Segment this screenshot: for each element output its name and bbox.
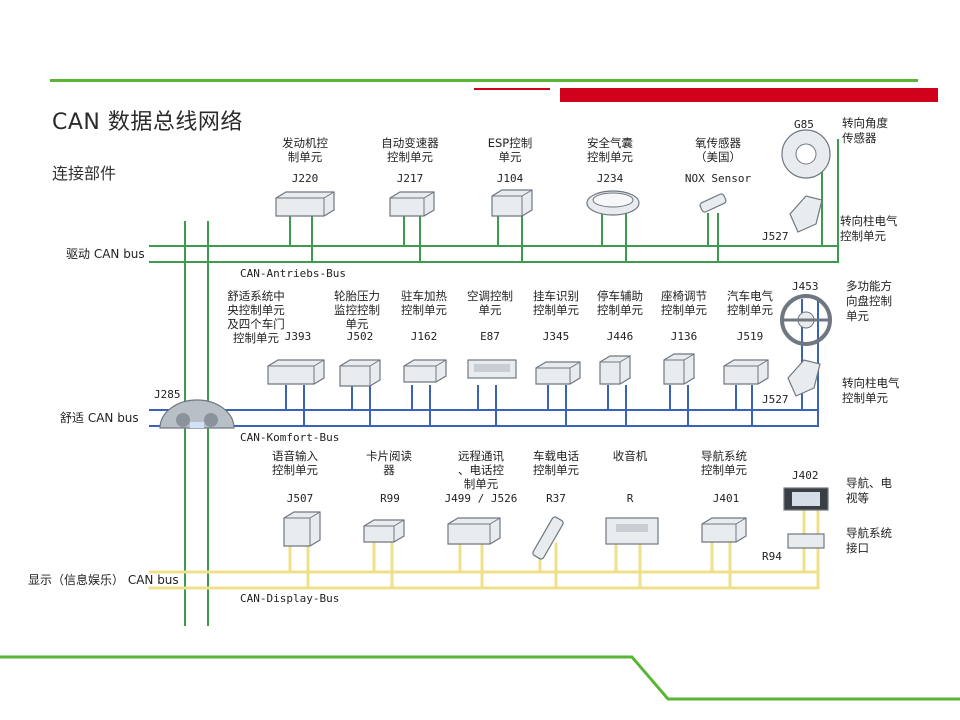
tire-pressure-ecu-icon	[339, 359, 381, 387]
display-unit-label: 车载电话 控制单元	[533, 449, 579, 477]
display-unit-code: J499 / J526	[444, 492, 518, 505]
steering-angle-sensor-icon	[781, 129, 831, 179]
right-component-label: 导航、电 视等	[846, 476, 892, 505]
gearbox-ecu-icon	[389, 191, 435, 217]
drive-unit-code: J234	[596, 172, 624, 185]
radio-icon	[605, 517, 659, 545]
comfort-unit-code: J393	[284, 330, 312, 343]
comfort-unit-label: 舒适系统中 央控制单元 及四个车门 控制单元	[227, 289, 285, 345]
nav-tv-unit-icon	[783, 487, 829, 511]
gateway-code: J285	[154, 388, 181, 401]
drive-unit-label: 自动变速器 控制单元	[381, 136, 439, 164]
bus-caption-comfort: CAN-Komfort-Bus	[240, 431, 340, 444]
comfort-ecu-icon	[267, 359, 325, 385]
drive-unit-label: ESP控制 单元	[487, 136, 533, 164]
comfort-unit-code: J345	[542, 330, 570, 343]
climate-control-panel-icon	[467, 359, 517, 379]
header-green-line	[50, 79, 918, 82]
ecu-box-icon	[275, 191, 335, 217]
display-unit-code: R37	[546, 492, 566, 505]
display-unit-label: 远程通讯 、电话控 制单元	[458, 449, 504, 491]
nav-interface-icon	[787, 533, 825, 549]
instrument-cluster-icon	[159, 399, 235, 429]
right-component-code: J527	[762, 393, 789, 406]
comfort-unit-code: J446	[606, 330, 634, 343]
display-unit-code: J507	[286, 492, 314, 505]
comfort-unit-code: J519	[736, 330, 764, 343]
display-unit-code: R	[626, 492, 634, 505]
comfort-unit-code: E87	[480, 330, 500, 343]
bus-name-display: 显示（信息娱乐） CAN bus	[28, 573, 179, 587]
comfort-unit-label: 轮胎压力 监控控制 单元	[334, 289, 380, 331]
right-component-code: J402	[792, 469, 819, 482]
right-component-label: 转向角度 传感器	[842, 116, 888, 145]
bus-caption-display: CAN-Display-Bus	[240, 592, 340, 605]
card-reader-icon	[363, 519, 405, 543]
comfort-unit-label: 汽车电气 控制单元	[727, 289, 773, 317]
oxygen-sensor-icon	[699, 193, 727, 213]
parking-heater-ecu-icon	[403, 359, 447, 383]
car-phone-icon	[532, 516, 564, 560]
right-component-label: 转向柱电气 控制单元	[840, 214, 898, 243]
display-unit-label: 卡片阅读 器	[366, 449, 412, 477]
comfort-unit-label: 停车辅助 控制单元	[597, 289, 643, 317]
comfort-unit-label: 座椅调节 控制单元	[661, 289, 707, 317]
steering-column-ecu-icon	[789, 195, 823, 233]
header-red-thin-bar	[474, 88, 550, 90]
comfort-unit-code: J162	[410, 330, 438, 343]
right-component-label: 多功能方 向盘控制 单元	[846, 279, 892, 323]
seat-adjust-ecu-icon	[663, 353, 695, 385]
display-unit-code: R99	[380, 492, 400, 505]
comfort-unit-label: 空调控制 单元	[467, 289, 513, 317]
right-component-code: G85	[794, 118, 814, 131]
drive-unit-label: 发动机控 制单元	[282, 136, 328, 164]
comfort-unit-label: 驻车加热 控制单元	[401, 289, 447, 317]
display-unit-label: 语音输入 控制单元	[272, 449, 318, 477]
right-component-code: J527	[762, 230, 789, 243]
right-component-label: 转向柱电气 控制单元	[842, 376, 900, 405]
comfort-unit-label: 挂车识别 控制单元	[533, 289, 579, 317]
right-component-code: R94	[762, 550, 782, 563]
bus-name-comfort: 舒适 CAN bus	[60, 411, 139, 425]
airbag-unit-icon	[586, 190, 640, 216]
parking-assist-ecu-icon	[599, 355, 631, 385]
drive-unit-label: 安全气囊 控制单元	[587, 136, 633, 164]
drive-unit-code: NOX Sensor	[684, 172, 752, 185]
voice-input-ecu-icon	[283, 511, 321, 547]
vehicle-electric-ecu-icon	[723, 359, 769, 385]
right-component-label: 导航系统 接口	[846, 526, 892, 555]
drive-unit-label: 氧传感器 （美国）	[695, 136, 741, 164]
display-unit-label: 收音机	[612, 449, 648, 463]
display-unit-code: J401	[712, 492, 740, 505]
bus-caption-drive: CAN-Antriebs-Bus	[240, 267, 346, 280]
steering-wheel-icon	[780, 294, 832, 346]
drive-unit-code: J104	[496, 172, 524, 185]
page-title: CAN 数据总线网络	[52, 110, 243, 135]
drive-unit-code: J217	[396, 172, 424, 185]
display-unit-label: 导航系统 控制单元	[701, 449, 747, 477]
comfort-unit-code: J502	[346, 330, 374, 343]
trailer-ecu-icon	[535, 361, 581, 385]
drive-unit-code: J220	[291, 172, 319, 185]
telematics-ecu-icon	[447, 517, 501, 545]
bus-name-drive: 驱动 CAN bus	[66, 247, 145, 261]
navigation-ecu-icon	[701, 517, 747, 543]
page-subtitle: 连接部件	[52, 164, 117, 183]
right-component-code: J453	[792, 280, 819, 293]
header-red-bar	[560, 88, 938, 102]
comfort-unit-code: J136	[670, 330, 698, 343]
esp-unit-icon	[491, 189, 533, 217]
steering-column-ecu-icon	[787, 359, 821, 397]
